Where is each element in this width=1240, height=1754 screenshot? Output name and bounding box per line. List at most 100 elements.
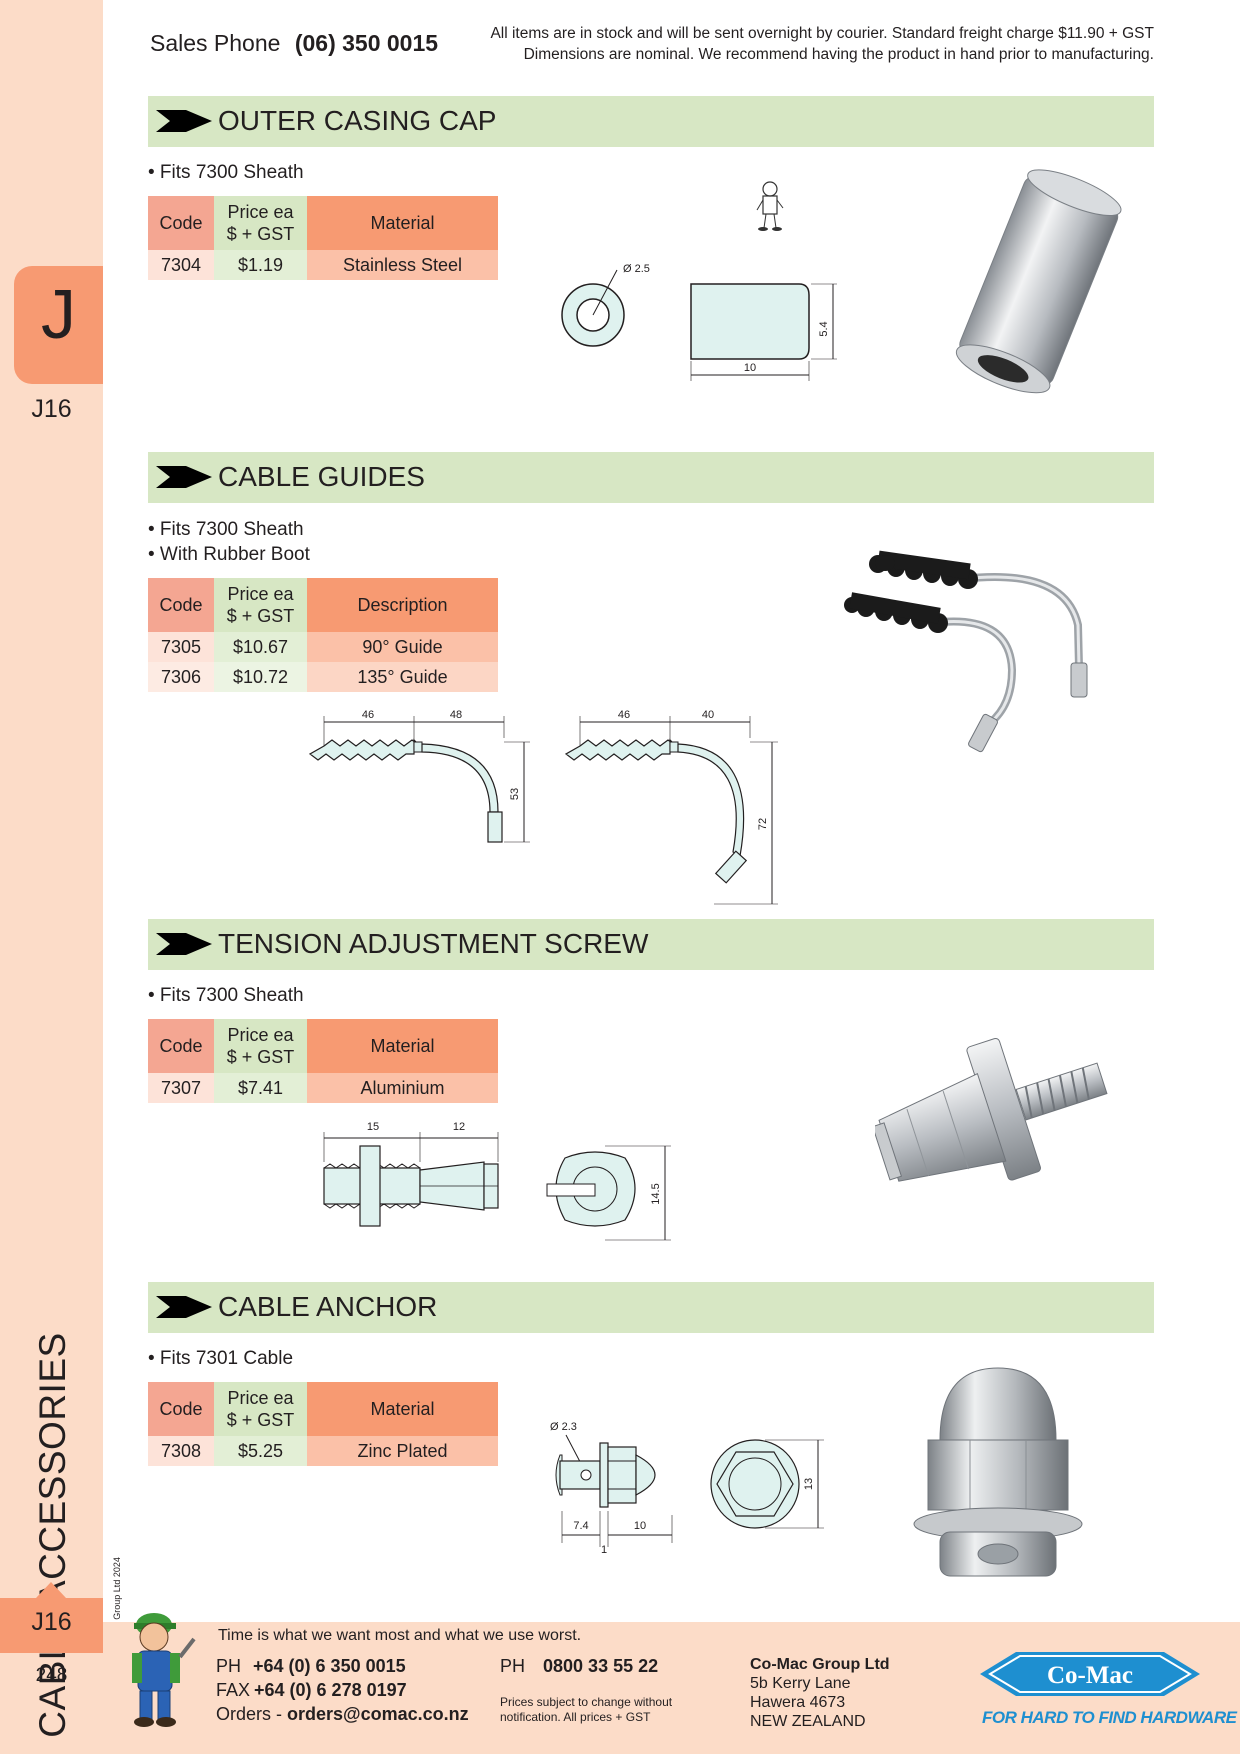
- product-table-tension-screw: Code Price ea$ + GST Material 7307 $7.41…: [148, 1019, 498, 1103]
- fax-label: FAX: [216, 1680, 251, 1700]
- dim-height: 53: [509, 788, 521, 800]
- cable-anchor-side-view: Ø 2.3 7.4 10 1: [550, 1421, 673, 1556]
- product-table-cable-anchor: Code Price ea$ + GST Material 7308 $5.25…: [148, 1382, 498, 1466]
- section-bar-outer-casing-cap: OUTER CASING CAP: [148, 96, 1154, 147]
- section-title: CABLE ANCHOR: [218, 1291, 438, 1322]
- price-note-line-1: Prices subject to change without: [500, 1695, 673, 1709]
- dim-bend-width: 48: [450, 709, 462, 721]
- table-row: 7307 $7.41 Aluminium: [148, 1073, 498, 1103]
- freephone-number[interactable]: 0800 33 55 22: [543, 1656, 659, 1676]
- comac-logo: Co-Mac: [980, 1652, 1200, 1696]
- cable-guides-photo: [844, 550, 1088, 753]
- arrow-icon: [156, 933, 212, 955]
- cell-description: 135° Guide: [307, 662, 498, 692]
- footer-orders-line: Orders - orders@comac.co.nz: [216, 1704, 469, 1725]
- price-note-line-2: notification. All prices + GST: [500, 1710, 651, 1724]
- header-code: Code: [148, 1382, 214, 1436]
- page-code-bottom: J16: [31, 1608, 72, 1636]
- feature-bullet: • Fits 7300 Sheath: [148, 985, 304, 1006]
- casing-cap-side-view: 5.4 10: [690, 283, 837, 381]
- section-tab: J: [14, 266, 103, 384]
- orders-label: Orders -: [216, 1704, 283, 1724]
- footer-phone-line: PH +64 (0) 6 350 0015: [216, 1656, 406, 1677]
- cell-price: $5.25: [214, 1436, 307, 1466]
- header-price: Price ea$ + GST: [214, 1019, 307, 1073]
- cell-price: $10.72: [214, 662, 307, 692]
- arrow-icon: [156, 110, 212, 132]
- dim-bend-width: 40: [702, 709, 714, 721]
- header-price: Price ea$ + GST: [214, 578, 307, 632]
- header-material: Material: [307, 1019, 498, 1073]
- cable-anchor-end-view: 13: [710, 1439, 824, 1529]
- price-note: Prices subject to change without notific…: [500, 1695, 672, 1725]
- freephone-label: PH: [500, 1656, 526, 1676]
- table-row: 7305 $10.67 90° Guide: [148, 632, 498, 662]
- outer-casing-cap-photo: [955, 169, 1122, 394]
- dim-washer: 1: [601, 1544, 607, 1556]
- guide-bottom: [844, 592, 1017, 753]
- sales-label: Sales Phone: [150, 30, 281, 56]
- dim-length: 10: [744, 362, 756, 374]
- footer-fax-line: FAX+64 (0) 6 278 0197: [216, 1680, 407, 1701]
- dim-boot-length: 46: [362, 709, 374, 721]
- arrow-icon: [156, 466, 212, 488]
- notice-line-1: All items are in stock and will be sent …: [490, 25, 1154, 42]
- cable-anchor-photo: [913, 1367, 1083, 1577]
- cell-price: $7.41: [214, 1073, 307, 1103]
- header-material: Material: [307, 196, 498, 250]
- dim-boot-length: 46: [618, 709, 630, 721]
- feature-bullet: • Fits 7300 Sheath: [148, 519, 304, 540]
- address-line-3: NEW ZEALAND: [750, 1713, 866, 1730]
- cell-code: 7306: [148, 662, 214, 692]
- fax-number: +64 (0) 6 278 0197: [254, 1680, 407, 1700]
- cell-material: Stainless Steel: [307, 250, 498, 280]
- dim-barrel-length: 12: [453, 1121, 465, 1133]
- phone-number[interactable]: +64 (0) 6 350 0015: [253, 1656, 406, 1676]
- guide-90-drawing: 46 48 53: [308, 709, 530, 843]
- address-line-2: Hawera 4673: [750, 1694, 846, 1711]
- page-code-tab: J16: [0, 1582, 103, 1653]
- sales-phone[interactable]: (06) 350 0015: [294, 30, 439, 56]
- company-name: Co-Mac Group Ltd: [750, 1656, 890, 1673]
- address-line-1: 5b Kerry Lane: [750, 1675, 851, 1692]
- section-bar-tension-adjustment-screw: TENSION ADJUSTMENT SCREW: [148, 919, 1154, 970]
- table-row: 7308 $5.25 Zinc Plated: [148, 1436, 498, 1466]
- dim-height: 13: [803, 1478, 815, 1490]
- company-address: Co-Mac Group Ltd 5b Kerry Lane Hawera 46…: [750, 1655, 890, 1731]
- tension-screw-end-view: 14.5: [546, 1145, 671, 1241]
- guide-top: [869, 550, 1088, 698]
- cell-code: 7307: [148, 1073, 214, 1103]
- stock-notice: All items are in stock and will be sent …: [490, 23, 1154, 65]
- header-description: Description: [307, 578, 498, 632]
- table-row: 7306 $10.72 135° Guide: [148, 662, 498, 692]
- dim-height: 5.4: [818, 321, 830, 336]
- cell-material: Zinc Plated: [307, 1436, 498, 1466]
- dim-nut-length: 10: [634, 1520, 646, 1532]
- tagline: FOR HARD TO FIND HARDWARE: [982, 1708, 1237, 1727]
- header-material: Material: [307, 1382, 498, 1436]
- section-title: TENSION ADJUSTMENT SCREW: [218, 928, 649, 959]
- arrow-icon: [156, 1296, 212, 1318]
- guide-135-drawing: 46 40 72: [564, 709, 778, 905]
- product-table-outer-casing-cap: Code Price ea$ + GST Material 7304 $1.19…: [148, 196, 498, 280]
- notice-line-2: Dimensions are nominal. We recommend hav…: [523, 46, 1154, 63]
- header-code: Code: [148, 196, 214, 250]
- cell-material: Aluminium: [307, 1073, 498, 1103]
- cell-code: 7308: [148, 1436, 214, 1466]
- phone-label: PH: [216, 1656, 242, 1676]
- header-code: Code: [148, 1019, 214, 1073]
- section-letter: J: [41, 275, 76, 353]
- dim-height: 72: [757, 818, 769, 830]
- header-code: Code: [148, 578, 214, 632]
- feature-bullet: • With Rubber Boot: [148, 544, 310, 565]
- footer-quote: Time is what we want most and what we us…: [218, 1627, 582, 1644]
- casing-cap-end-view: Ø 2.5: [561, 263, 650, 347]
- dim-thread-length: 15: [367, 1121, 379, 1133]
- section-title: CABLE GUIDES: [218, 461, 425, 492]
- orders-email[interactable]: orders@comac.co.nz: [287, 1704, 469, 1724]
- section-bar-cable-anchor: CABLE ANCHOR: [148, 1282, 1154, 1333]
- section-title: OUTER CASING CAP: [218, 105, 497, 136]
- tension-adjustment-screw-photo: [875, 1037, 1108, 1182]
- cell-code: 7304: [148, 250, 214, 280]
- product-table-cable-guides: Code Price ea$ + GST Description 7305 $1…: [148, 578, 498, 692]
